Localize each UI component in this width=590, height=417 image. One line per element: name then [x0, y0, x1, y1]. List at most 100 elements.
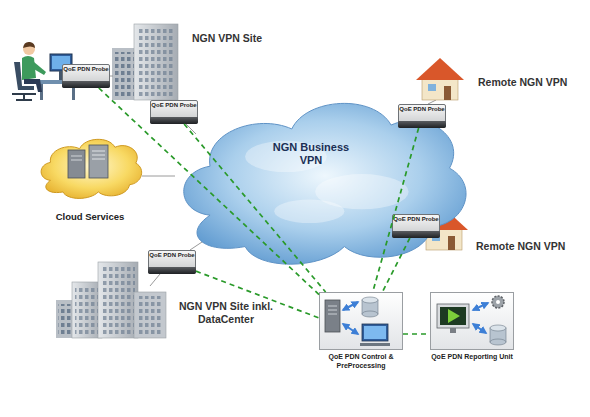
probe-device: QoE PDN Probe	[62, 64, 110, 88]
site-label: NGN VPN Site	[192, 32, 312, 45]
datacenter-buildings	[75, 286, 99, 334]
control-icons	[364, 326, 386, 339]
text-block: NGN Business VPN	[272, 141, 350, 167]
probe-device: QoE PDN Probe	[150, 100, 198, 124]
node-label: QoE PDN Reporting Unit	[424, 353, 520, 362]
reporting-icons	[473, 324, 486, 333]
office-building	[137, 28, 175, 96]
reporting-icons	[450, 328, 456, 333]
cloud-highlight	[274, 200, 344, 224]
cloud-outline	[38, 130, 142, 202]
office-building	[112, 48, 136, 100]
reporting-icons	[496, 300, 500, 304]
reporting-icons	[490, 325, 506, 331]
remote-house	[422, 78, 458, 100]
unit-panel	[319, 292, 403, 350]
server-tower	[71, 156, 82, 157]
control-icons	[328, 310, 337, 311]
server-unit: QoE PDN Reporting Unit	[430, 292, 514, 376]
office-building	[112, 24, 178, 100]
server-tower	[92, 151, 105, 152]
network-wire	[186, 124, 196, 134]
probe-body	[62, 81, 110, 88]
node-label: QoE PDN Probe	[393, 216, 439, 223]
server-tower	[71, 160, 82, 161]
datacenter-buildings	[134, 292, 166, 338]
monitoring-link	[373, 128, 419, 292]
reporting-icons	[440, 307, 466, 325]
monitoring-link	[99, 88, 319, 295]
text-block: QoE PDN Probe	[63, 66, 109, 73]
control-icons	[362, 297, 378, 303]
office-building	[114, 52, 134, 98]
reporting-icons	[448, 309, 460, 323]
node-label: QoE PDN Probe	[399, 106, 445, 113]
user-at-desk	[24, 79, 42, 92]
control-icons	[362, 311, 378, 317]
user-at-desk	[23, 42, 35, 48]
network-link	[142, 176, 175, 177]
probe-device: QoE PDN Probe	[148, 250, 196, 274]
network-wire	[110, 76, 113, 77]
text-block: QoE PDN Probe	[149, 252, 195, 259]
unit-frame	[430, 292, 514, 350]
node-label: QoE PDN Probe	[149, 252, 195, 259]
server-tower	[92, 159, 105, 160]
probe-body	[150, 117, 198, 124]
node-label: QoE PDN Control & PreProcessing	[313, 353, 409, 370]
reporting-icons	[473, 303, 488, 310]
datacenter-buildings	[101, 266, 135, 334]
probe-body	[392, 231, 440, 238]
text-block: Cloud Services	[26, 211, 154, 222]
control-icons	[343, 302, 358, 310]
probe-device: QoE PDN Probe	[398, 104, 446, 128]
remote-house	[444, 86, 451, 100]
text-block: QoE PDN Control & PreProcessing	[313, 353, 409, 370]
text-block: QoE PDN Probe	[393, 216, 439, 223]
user-at-desk	[12, 94, 36, 100]
control-icons	[360, 343, 390, 346]
server-unit: QoE PDN Control & PreProcessing	[319, 292, 403, 376]
unit-panel	[430, 292, 514, 350]
text-block: QoE PDN Probe	[151, 102, 197, 109]
monitoring-link	[196, 271, 319, 318]
network-wire	[150, 274, 160, 286]
node-label: QoE PDN Probe	[151, 102, 197, 109]
remote-house	[416, 58, 464, 80]
control-icons	[325, 297, 390, 346]
monitoring-link	[403, 333, 430, 335]
text-block: QoE PDN Reporting Unit	[424, 353, 520, 362]
reporting-icons	[492, 296, 504, 308]
server-tower	[68, 145, 108, 178]
unit-frame	[319, 292, 403, 350]
datacenter-buildings	[137, 296, 163, 334]
control-icons	[325, 300, 340, 332]
remote-house	[416, 58, 464, 100]
cloud-shape	[184, 103, 466, 264]
user-at-desk	[32, 62, 46, 75]
cloud-shape	[41, 139, 142, 198]
control-icons	[328, 306, 337, 307]
monitoring-link	[184, 124, 326, 292]
probe-device: QoE PDN Probe	[392, 214, 440, 238]
reporting-icons	[437, 296, 506, 345]
site-label: NGN VPN Site inkl. DataCenter	[176, 300, 276, 325]
control-icons	[362, 324, 388, 341]
node-label: QoE PDN Probe	[63, 66, 109, 73]
office-building	[134, 24, 178, 100]
remote-house	[448, 236, 455, 250]
server-tower	[92, 155, 105, 156]
probe-body	[148, 267, 196, 274]
server-tower	[89, 145, 108, 178]
monitoring-link	[382, 238, 410, 292]
reporting-icons	[490, 339, 506, 345]
remote-house	[428, 84, 436, 91]
probe-body	[398, 121, 446, 128]
node-label: NGN Business VPN	[272, 141, 350, 167]
services-cloud: Cloud Services	[38, 130, 142, 222]
unit-panel	[319, 292, 514, 350]
text-block: QoE PDN Probe	[399, 106, 445, 113]
datacenter-buildings	[98, 262, 138, 338]
control-icons	[343, 324, 358, 334]
site-label: Remote NGN VPN	[478, 76, 586, 89]
